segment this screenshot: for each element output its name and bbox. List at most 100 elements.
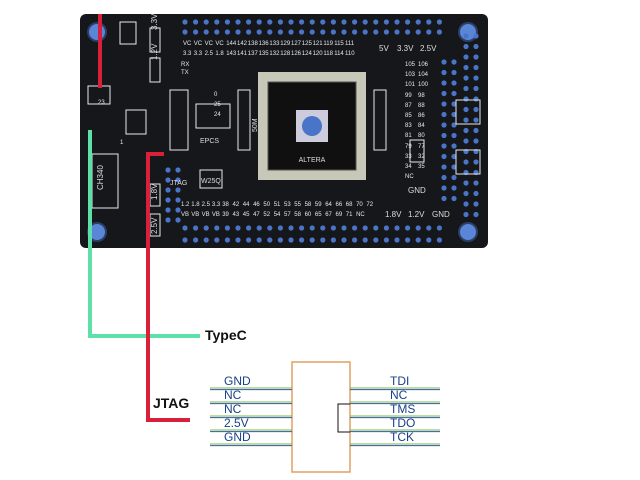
board-pin-label: 1.8: [215, 51, 224, 57]
board-pin-label: 105: [405, 62, 416, 68]
board-pin-label: 64: [325, 202, 332, 208]
board-mark: 25: [214, 102, 221, 108]
header-pin: [330, 225, 336, 231]
header-pin: [436, 29, 442, 35]
board-pin-label: 57: [284, 212, 291, 218]
board-pin-label: 60: [304, 212, 312, 218]
header-pins: [165, 19, 479, 243]
connector-left-pin-label: NC: [224, 388, 242, 402]
header-pin: [463, 106, 469, 113]
header-pin: [203, 19, 209, 25]
header-pin: [224, 237, 230, 243]
header-pin: [451, 69, 457, 76]
board-pin-label: VB: [201, 212, 210, 218]
header-pin: [463, 75, 469, 81]
board-pin-label: 88: [418, 102, 425, 109]
header-pin: [193, 29, 199, 35]
header-pin: [165, 187, 171, 193]
board-pin-label: 77: [418, 143, 425, 150]
header-pin: [373, 19, 379, 25]
board-pin-label: 79: [405, 143, 412, 150]
board-pin-label: 128: [280, 51, 291, 57]
header-pin: [426, 19, 432, 25]
header-pin: [235, 225, 241, 231]
chip-marker-dot: [302, 116, 322, 136]
board-pin-label: 135: [258, 51, 269, 57]
board-pin-label: 138: [247, 41, 258, 47]
board-mark: RX: [181, 62, 190, 68]
connector-right-pin-label: TDI: [390, 374, 410, 388]
label-50m: 50M: [252, 118, 259, 132]
header-pin: [224, 19, 230, 25]
header-pin: [246, 225, 252, 231]
label-1v8: 1.8V: [150, 183, 159, 200]
board-pin-label: 85: [405, 113, 412, 119]
header-pin: [441, 90, 447, 97]
connector-left-pin-label: GND: [224, 374, 251, 388]
board-pin-label: 58: [304, 202, 312, 208]
header-pin: [373, 29, 379, 35]
board-pin-label: 35: [418, 164, 425, 170]
header-pin: [288, 19, 294, 25]
board-pin-label: 111: [345, 41, 355, 47]
header-pin: [451, 101, 457, 107]
header-pin: [426, 237, 432, 243]
header-pin: [451, 174, 457, 181]
board-pin-label: 46: [253, 202, 260, 208]
header-pin: [451, 195, 457, 202]
board-pin-label: 72: [366, 202, 374, 208]
label-1v2-bottom: 1.2V: [408, 210, 425, 219]
fpga-chip: ALTERA: [258, 72, 366, 180]
header-pin: [175, 187, 181, 193]
header-pin: [473, 75, 479, 81]
board-pin-label: 3.3: [211, 202, 221, 208]
board-pin-label: 87: [405, 102, 412, 109]
header-pin: [214, 225, 220, 231]
board-pin-label: 39: [222, 212, 229, 218]
header-pin: [203, 237, 209, 243]
board-mark: 23: [98, 100, 105, 106]
connector-body: [291, 361, 351, 473]
header-pin: [267, 19, 273, 25]
mounting-hole: [458, 222, 478, 242]
board-pin-label: 144: [226, 41, 237, 47]
header-pin: [175, 217, 181, 223]
header-pin: [415, 19, 421, 25]
label-1v8-bottom: 1.8V: [385, 210, 402, 219]
header-pin: [463, 159, 469, 165]
board-pin-label: 136: [258, 41, 269, 47]
header-pin: [330, 19, 336, 25]
board-pin-label: 114: [334, 51, 344, 57]
header-pin: [246, 19, 252, 25]
board-pin-label: 84: [418, 123, 425, 130]
header-pin: [352, 225, 358, 231]
header-pin: [277, 19, 283, 25]
label-jtag-header: JTAG: [170, 180, 188, 187]
header-pin: [165, 207, 171, 213]
board-pin-label: VC: [183, 41, 192, 47]
connector-right-pin-label: TDO: [390, 416, 416, 430]
board-pin-label: 118: [323, 51, 333, 57]
header-pin: [193, 225, 199, 231]
header-pin: [165, 167, 171, 173]
header-pin: [309, 237, 315, 243]
header-pin: [441, 132, 447, 139]
header-pin: [246, 237, 252, 243]
board-pin-label: 142: [237, 41, 248, 47]
board-pin-label: 103: [405, 72, 416, 79]
board-pin-label: 67: [325, 212, 332, 218]
header-pin: [426, 225, 432, 231]
board-pin-label: 115: [334, 41, 344, 47]
header-pin: [394, 237, 400, 243]
board-pin-label: 129: [280, 41, 291, 47]
board-pin-label: 44: [242, 202, 250, 208]
board-pin-label: 34: [405, 164, 412, 170]
header-pin: [463, 190, 469, 197]
header-pin: [309, 19, 315, 25]
header-pin: [288, 237, 294, 243]
header-pin: [203, 29, 209, 35]
board-pin-label: 32: [418, 153, 425, 160]
header-pin: [451, 132, 457, 139]
header-pin: [463, 138, 469, 144]
board-pin-label: 104: [418, 72, 429, 79]
